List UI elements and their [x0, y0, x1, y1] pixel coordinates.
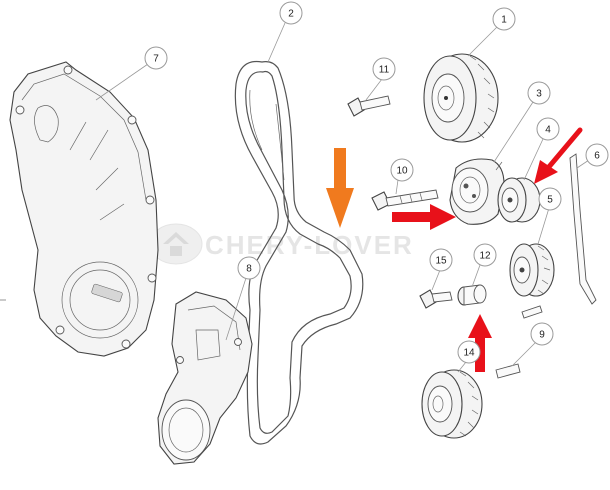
part-12-spacer-bushing — [457, 284, 487, 306]
part-6-gasket-strip — [569, 153, 597, 305]
callout-7: 7 — [95, 46, 168, 101]
callout-label: 15 — [435, 256, 447, 267]
callout-12: 12 — [471, 243, 497, 288]
callout-label: 12 — [479, 251, 491, 262]
callout-label: 7 — [153, 54, 159, 65]
orange-arrow-down — [326, 148, 354, 228]
callout-label: 10 — [396, 166, 408, 177]
callout-6: 6 — [576, 143, 609, 169]
callout-label: 14 — [463, 348, 475, 359]
part-7-timing-cover — [0, 61, 159, 357]
part-4-idler-roller — [497, 177, 541, 223]
callout-15: 15 — [429, 248, 453, 291]
callout-label: 2 — [288, 9, 294, 20]
part-11-bolt — [347, 95, 391, 117]
callout-3: 3 — [493, 81, 551, 163]
part-2-timing-belt — [234, 60, 364, 445]
red-arrow-right — [392, 204, 456, 230]
callout-label: 4 — [545, 125, 551, 136]
part-3-tensioner — [449, 158, 505, 225]
callout-1: 1 — [467, 7, 516, 57]
callout-label: 1 — [501, 15, 507, 26]
watermark-text: CHERY-LOVER — [205, 230, 414, 260]
part-5-idler-pulley — [509, 243, 555, 297]
callout-5: 5 — [537, 187, 562, 245]
callout-label: 8 — [246, 264, 252, 275]
callout-label: 3 — [536, 89, 542, 100]
chery-logo-icon — [149, 223, 203, 265]
part-1-camshaft-sprocket — [423, 53, 499, 143]
red-arrow-diagonal — [534, 127, 583, 184]
part-8-lower-cover — [157, 291, 253, 465]
callout-9: 9 — [511, 322, 554, 367]
part-14-crankshaft-sprocket — [421, 369, 483, 439]
part-15-bolt — [419, 289, 453, 309]
callout-4: 4 — [523, 117, 560, 181]
callout-2: 2 — [267, 1, 303, 63]
small-pin — [521, 305, 543, 319]
callout-label: 11 — [379, 65, 390, 76]
callout-label: 5 — [547, 195, 553, 206]
callout-11: 11 — [365, 57, 396, 101]
part-9-key — [495, 363, 521, 379]
watermark: CHERY-LOVER — [149, 223, 414, 265]
callout-label: 6 — [594, 151, 600, 162]
callout-14: 14 — [457, 340, 481, 373]
callout-8: 8 — [225, 256, 261, 341]
callout-label: 9 — [539, 330, 545, 341]
callout-10: 10 — [390, 158, 414, 195]
part-10-long-bolt — [371, 189, 439, 211]
